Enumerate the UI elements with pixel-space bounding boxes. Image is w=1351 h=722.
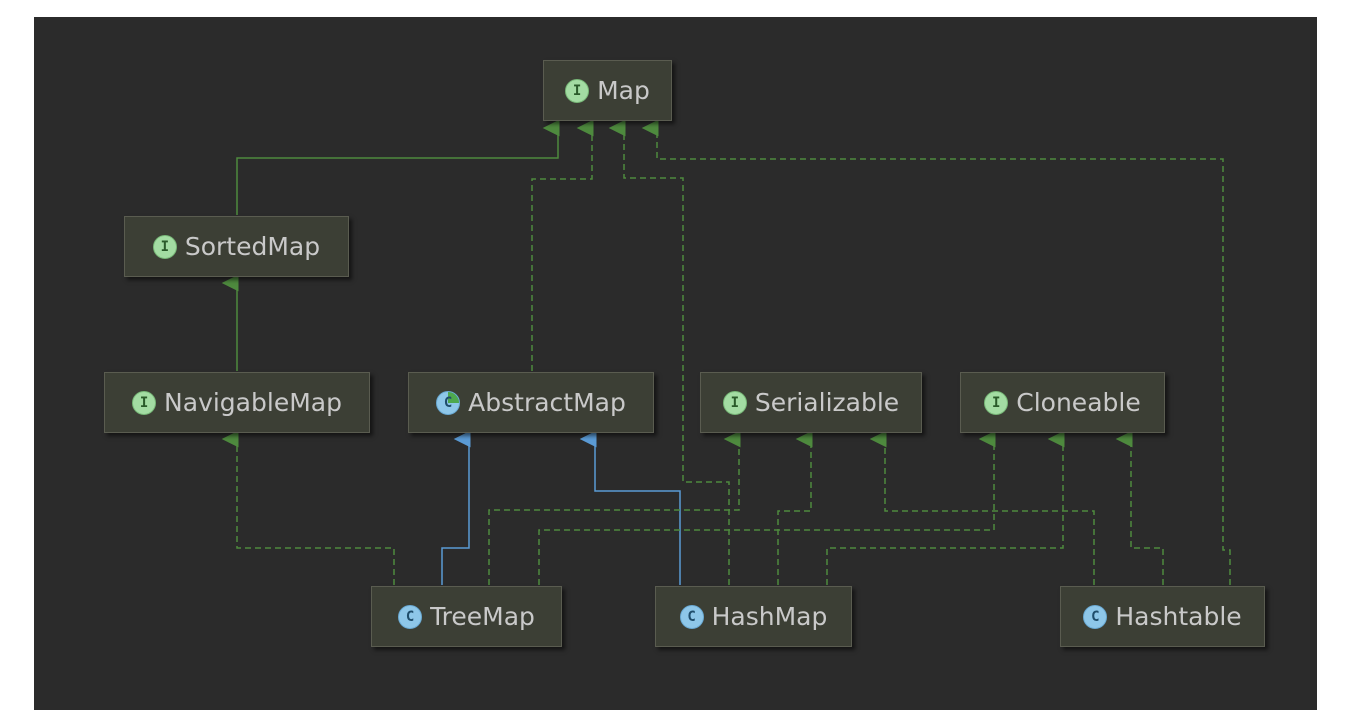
class-icon: C xyxy=(1083,604,1108,629)
edge-treemap-to-navigablemap xyxy=(221,430,395,585)
interface-icon: I xyxy=(984,390,1009,415)
edge-sortedmap-to-map xyxy=(236,119,560,215)
node-serializable[interactable]: I Serializable xyxy=(700,372,922,433)
edge-treemap-to-abstractmap xyxy=(441,430,471,585)
edge-hashmap-to-serializable xyxy=(777,430,813,585)
node-label: AbstractMap xyxy=(468,388,626,417)
node-label: NavigableMap xyxy=(164,388,342,417)
edge-hashmap-to-cloneable xyxy=(826,430,1065,585)
node-label: TreeMap xyxy=(430,602,535,631)
node-abstractmap[interactable]: C AbstractMap xyxy=(408,372,654,433)
node-cloneable[interactable]: I Cloneable xyxy=(960,372,1165,433)
edge-abstractmap-to-map xyxy=(531,119,594,371)
interface-icon: I xyxy=(152,234,177,259)
edge-hashtable-to-cloneable xyxy=(1115,430,1164,585)
edge-treemap-to-cloneable xyxy=(538,430,996,585)
abstract-class-icon: C xyxy=(436,390,461,415)
class-icon: C xyxy=(398,604,423,629)
edge-hashmap-to-abstractmap xyxy=(579,430,681,585)
node-label: Cloneable xyxy=(1016,388,1141,417)
edge-hashtable-to-map xyxy=(641,119,1231,585)
node-label: Map xyxy=(597,76,650,105)
edge-treemap-to-serializable xyxy=(488,430,741,585)
node-navigablemap[interactable]: I NavigableMap xyxy=(104,372,370,433)
node-map[interactable]: I Map xyxy=(543,60,672,121)
interface-icon: I xyxy=(722,390,747,415)
interface-icon: I xyxy=(565,78,590,103)
node-hashmap[interactable]: C HashMap xyxy=(655,586,852,647)
node-label: SortedMap xyxy=(184,232,321,261)
node-label: Hashtable xyxy=(1115,602,1242,631)
node-hashtable[interactable]: C Hashtable xyxy=(1060,586,1265,647)
node-label: Serializable xyxy=(754,388,900,417)
node-treemap[interactable]: C TreeMap xyxy=(371,586,562,647)
interface-icon: I xyxy=(132,390,157,415)
edge-hashmap-to-map xyxy=(608,119,730,585)
node-sortedmap[interactable]: I SortedMap xyxy=(124,216,349,277)
class-icon: C xyxy=(679,604,704,629)
node-label: HashMap xyxy=(711,602,828,631)
